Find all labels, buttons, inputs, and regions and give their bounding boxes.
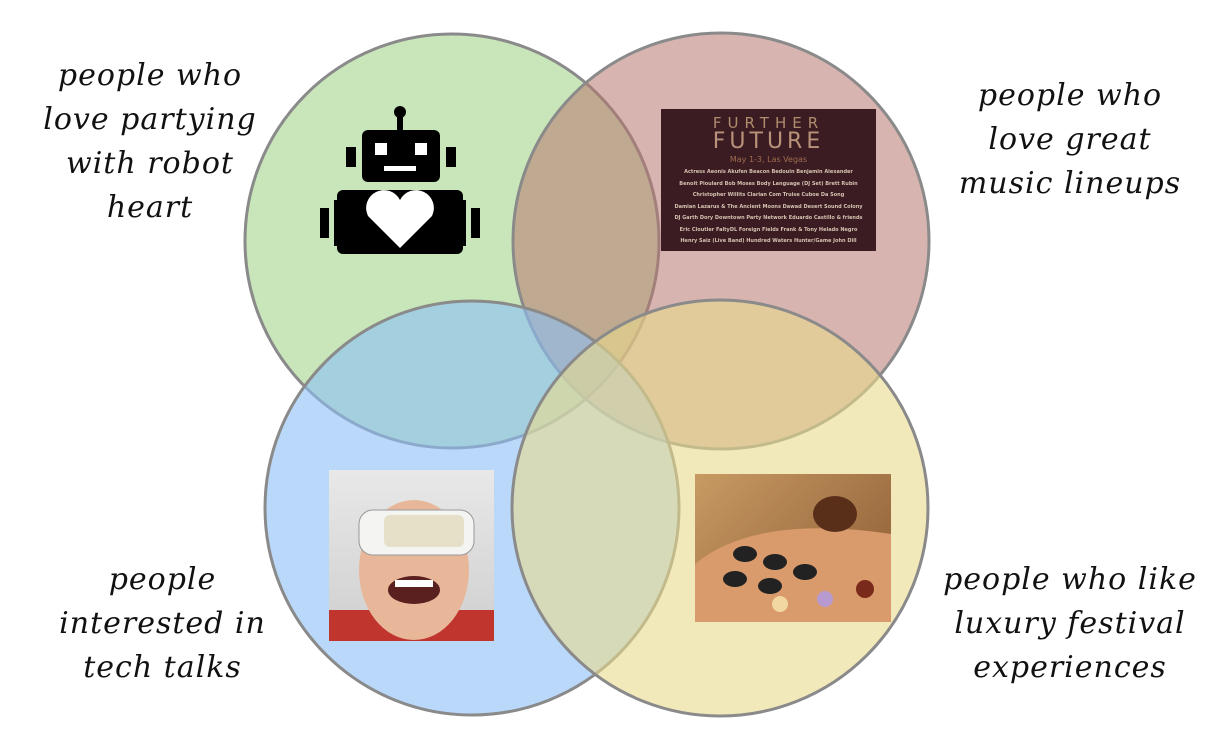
label-tech-talks: people interested in tech talks — [40, 558, 285, 690]
label-line: with robot — [66, 146, 234, 181]
label-line: interested in — [59, 606, 266, 641]
label-robot-heart: people who love partying with robot hear… — [30, 54, 270, 230]
further-future-poster: FURTHER FUTURE May 1-3, Las Vegas Actres… — [661, 109, 876, 251]
label-line: people who — [57, 58, 243, 93]
label-line: love partying — [43, 102, 257, 137]
hot-stone-massage-photo — [695, 474, 891, 622]
label-line: people who — [977, 78, 1163, 113]
label-line: love great — [988, 122, 1152, 157]
label-line: tech talks — [83, 650, 242, 685]
poster-lineup-line: Christopher Willits Clarian Com Truise C… — [692, 192, 845, 198]
poster-lineup-line: Benoit Pioulard Bob Moses Body Language … — [679, 180, 858, 187]
label-line: people — [108, 562, 217, 597]
label-line: experiences — [973, 650, 1167, 685]
label-line: luxury festival — [954, 606, 1186, 641]
poster-lineup-line: Eric Cloutier FaltyDL Foreign Fields Fra… — [679, 226, 858, 233]
label-line: people who like — [943, 562, 1197, 597]
poster-title-top: FURTHER — [712, 114, 825, 132]
poster-title: FUTURE — [712, 129, 825, 154]
vr-headset-photo — [329, 470, 494, 641]
label-music-lineups: people who love great music lineups — [940, 74, 1200, 206]
poster-lineup-line: Actress Aeonis Akufen Beacon Bedouin Ben… — [684, 169, 853, 175]
poster-lineup-line: DJ Garth Dory Downtown Party Network Edu… — [674, 215, 863, 221]
poster-lineup-line: Henry Saiz (Live Band) Hundred Waters Hu… — [680, 238, 857, 244]
label-line: music lineups — [958, 166, 1182, 201]
robot-heart-icon — [320, 106, 480, 254]
poster-date: May 1-3, Las Vegas — [729, 155, 808, 164]
label-line: heart — [106, 190, 194, 225]
label-luxury-festival: people who like luxury festival experien… — [930, 558, 1210, 690]
poster-lineup-line: Damian Lazarus & The Ancient Moons Dawad… — [674, 203, 863, 210]
